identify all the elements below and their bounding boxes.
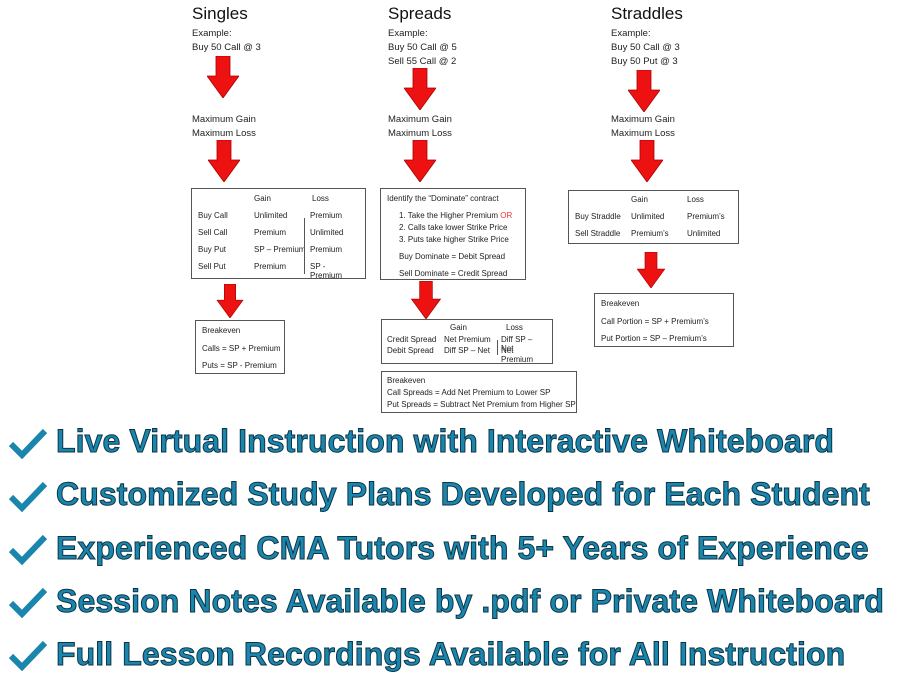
breakeven-line: Put Spreads = Subtract Net Premium from …	[387, 400, 576, 409]
max-gain-label: Maximum Gain	[388, 114, 452, 125]
sell-dominate-text: Sell Dominate = Credit Spread	[399, 269, 508, 278]
singles-example-label: Example:	[192, 28, 232, 39]
down-arrow-icon	[628, 70, 660, 112]
col-header: Loss	[312, 194, 329, 203]
identify-title: Identify the “Dominate” contract	[387, 194, 499, 203]
max-loss-label: Maximum Loss	[611, 128, 675, 139]
max-gain-label: Maximum Gain	[192, 114, 256, 125]
singles-title: Singles	[192, 4, 248, 23]
spreads-example-line: Buy 50 Call @ 5	[388, 42, 457, 53]
feature-item: Experienced CMA Tutors with 5+ Years of …	[56, 530, 870, 567]
breakeven-line: Call Spreads = Add Net Premium to Lower …	[387, 388, 551, 397]
breakeven-line: Call Portion = SP + Premium’s	[601, 317, 709, 326]
straddles-example-line: Buy 50 Call @ 3	[611, 42, 680, 53]
breakeven-line: Puts = SP - Premium	[202, 361, 277, 370]
feature-item: Customized Study Plans Developed for Eac…	[56, 476, 871, 513]
max-gain-label: Maximum Gain	[611, 114, 675, 125]
singles-breakeven-box: Breakeven Calls = SP + Premium Puts = SP…	[195, 320, 285, 374]
checkmark-icon	[8, 586, 48, 618]
max-loss-label: Maximum Loss	[192, 128, 256, 139]
checkmark-icon	[8, 639, 48, 671]
col-header: Gain	[631, 195, 648, 204]
feature-item: Session Notes Available by .pdf or Priva…	[55, 583, 885, 620]
identify-step: 2. Calls take lower Strike Price	[399, 223, 508, 232]
max-loss-label: Maximum Loss	[388, 128, 452, 139]
down-arrow-icon	[635, 252, 667, 288]
buy-dominate-text: Buy Dominate = Debit Spread	[399, 252, 506, 261]
down-arrow-icon	[208, 140, 240, 182]
col-header: Loss	[687, 195, 704, 204]
col-header: Loss	[506, 323, 523, 332]
down-arrow-icon	[404, 68, 436, 110]
checkmark-icon	[8, 480, 48, 512]
straddles-example-label: Example:	[611, 28, 651, 39]
down-arrow-icon	[404, 140, 436, 182]
down-arrow-icon	[410, 281, 442, 319]
breakeven-title: Breakeven	[387, 376, 426, 385]
breakeven-title: Breakeven	[202, 326, 241, 335]
checkmark-icon	[8, 427, 48, 459]
spreads-breakeven-box: Breakeven Call Spreads = Add Net Premium…	[381, 371, 577, 413]
down-arrow-icon	[214, 284, 246, 318]
spreads-example-line: Sell 55 Call @ 2	[388, 56, 457, 67]
straddles-title: Straddles	[611, 4, 683, 23]
spreads-example-label: Example:	[388, 28, 428, 39]
breakeven-line: Calls = SP + Premium	[202, 344, 281, 353]
identify-dominate-box: Identify the “Dominate” contract 1. Take…	[380, 188, 526, 280]
identify-step: 3. Puts take higher Strike Price	[399, 235, 509, 244]
singles-example-line: Buy 50 Call @ 3	[192, 42, 261, 53]
col-header: Gain	[254, 194, 271, 203]
feature-item: Live Virtual Instruction with Interactiv…	[55, 423, 835, 460]
down-arrow-icon	[207, 56, 239, 98]
identify-step: 1. Take the Higher Premium OR	[399, 211, 513, 220]
col-header: Gain	[450, 323, 467, 332]
straddles-example-line: Buy 50 Put @ 3	[611, 56, 678, 67]
checkmark-icon	[8, 533, 48, 565]
breakeven-line: Put Portion = SP – Premium’s	[601, 334, 707, 343]
spreads-title: Spreads	[388, 4, 452, 23]
straddles-breakeven-box: Breakeven Call Portion = SP + Premium’s …	[594, 293, 734, 347]
feature-item: Full Lesson Recordings Available for All…	[55, 636, 846, 673]
down-arrow-icon	[631, 140, 663, 182]
breakeven-title: Breakeven	[601, 299, 640, 308]
